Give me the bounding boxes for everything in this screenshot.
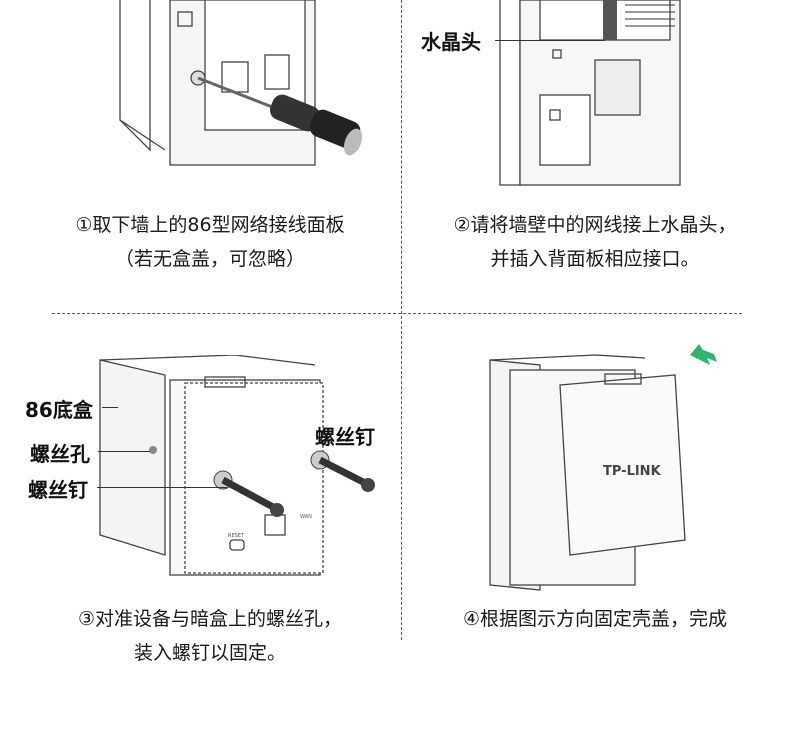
step-3-caption: ③对准设备与暗盒上的螺丝孔， 装入螺钉以固定。 — [20, 602, 400, 670]
step-4-caption: ④根据图示方向固定壳盖，完成 — [405, 602, 785, 636]
illustration-cover: TP-LINK — [485, 340, 735, 595]
step-1-line2: （若无盒盖，可忽略） — [114, 248, 305, 270]
step-1-caption: ①取下墙上的86型网络接线面板 （若无盒盖，可忽略） — [20, 208, 400, 276]
step-3-line2: 装入螺钉以固定。 — [133, 642, 286, 664]
step-2-line2: 并插入背面板相应接口。 — [490, 248, 700, 270]
wan-label: WAN — [300, 514, 312, 520]
brand-logo: TP-LINK — [603, 464, 662, 479]
illustration-crystal-head — [495, 0, 695, 190]
step-1-line1: ①取下墙上的86型网络接线面板 — [75, 214, 345, 236]
callout-screw-right: 螺丝钉 — [315, 425, 375, 449]
step-3-line1: ③对准设备与暗盒上的螺丝孔， — [77, 608, 343, 630]
reset-label: RESET — [228, 533, 245, 539]
vertical-divider — [401, 0, 402, 640]
callout-screw-hole: 螺丝孔 — [30, 442, 90, 466]
callout-screw-left: 螺丝钉 — [28, 478, 88, 502]
horizontal-divider — [52, 313, 742, 314]
callout-leader-screw — [97, 487, 227, 488]
direction-arrow-icon — [690, 344, 717, 365]
illustration-screws: RESET WAN — [95, 355, 395, 585]
callout-leader-hole — [98, 451, 150, 452]
step-2-caption: ②请将墙壁中的网线接上水晶头， 并插入背面板相应接口。 — [405, 208, 785, 276]
callout-crystal-head: 水晶头 — [421, 30, 481, 54]
callout-leader-box — [102, 407, 118, 408]
step-2-line1: ②请将墙壁中的网线接上水晶头， — [453, 214, 737, 236]
step-4-line1: ④根据图示方向固定壳盖，完成 — [462, 608, 728, 630]
callout-86-box: 86底盒 — [25, 398, 93, 422]
illustration-remove-panel — [110, 0, 370, 190]
callout-leader-crystal — [495, 40, 605, 41]
